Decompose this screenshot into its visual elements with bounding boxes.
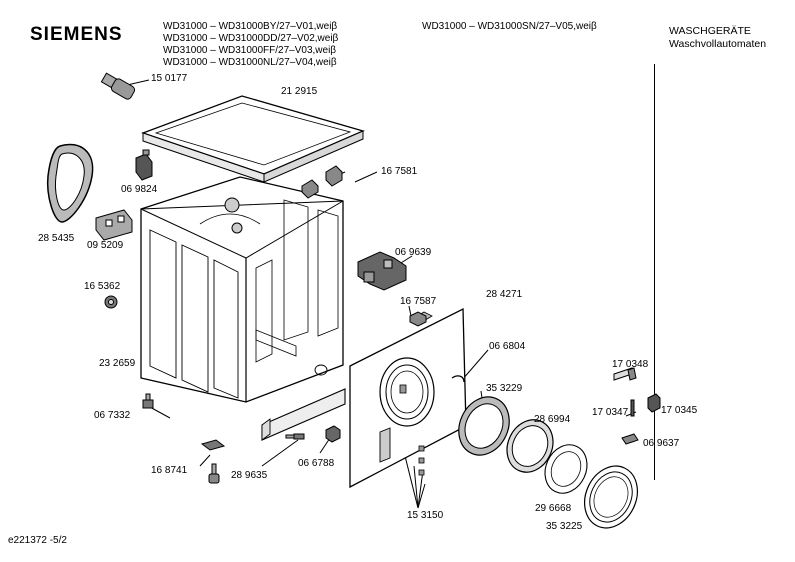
part-label: 06 6804	[489, 341, 526, 352]
small-parts	[46, 72, 661, 484]
top-cover	[141, 95, 365, 183]
part-label: 15 0177	[151, 73, 188, 84]
part-label: 06 9824	[121, 184, 158, 195]
part-label: 06 9637	[643, 438, 680, 449]
model-line-3: WD31000 – WD31000FF/27–V03,weiβ	[163, 45, 337, 56]
part-label: 15 3150	[407, 510, 444, 521]
part-label: 35 3225	[546, 521, 583, 532]
model-line-2: WD31000 – WD31000DD/27–V02,weiβ	[163, 33, 339, 44]
nut-icon	[104, 295, 118, 309]
part-label: 23 2659	[99, 358, 136, 369]
part-label: 28 4271	[486, 289, 523, 300]
latch-icon	[301, 165, 343, 199]
damper-bolt-icon	[325, 425, 341, 443]
door-lock-icon	[357, 251, 407, 291]
part-label: 06 6788	[298, 458, 335, 469]
bracket-icon	[95, 209, 133, 241]
part-label: 09 5209	[87, 240, 124, 251]
switch-icon	[621, 433, 639, 445]
part-label: 16 7581	[381, 166, 418, 177]
part-label: 06 7332	[94, 410, 131, 421]
door-rings	[458, 396, 638, 529]
brand-logo: SIEMENS	[30, 24, 123, 45]
housing-cabinet	[140, 176, 344, 403]
part-label: 21 2915	[281, 86, 318, 97]
model-line-4: WD31000 – WD31000NL/27–V04,weiβ	[163, 57, 337, 68]
model-line-1: WD31000 – WD31000BY/27–V01,weiβ	[163, 21, 338, 32]
part-label: 06 9639	[395, 247, 432, 258]
part-label: 28 9635	[231, 470, 268, 481]
part-label: 16 8741	[151, 465, 188, 476]
part-label: 17 0345	[661, 405, 698, 416]
hose-fitting-icon	[100, 72, 136, 100]
drain-hose-icon	[46, 143, 94, 223]
category-subtitle: Waschvollautomaten	[669, 38, 767, 50]
front-panel	[349, 307, 467, 489]
part-label: 28 6994	[534, 414, 571, 425]
spring-clip-icon	[451, 375, 465, 383]
part-label: 29 6668	[535, 503, 572, 514]
category-title: WASCHGERÄTE	[669, 25, 751, 37]
lever-icon	[613, 367, 637, 381]
catch-icon	[647, 393, 661, 413]
hinge-clip-icon	[135, 149, 153, 181]
screw-icon	[285, 433, 305, 440]
divider-line	[654, 64, 655, 480]
handle-icon	[409, 311, 427, 327]
part-label: 17 0347	[592, 407, 629, 418]
part-labels: 15 0177 21 2915 28 5435 06 9824 16 7581 …	[38, 73, 698, 532]
foot-screw-icon	[142, 393, 154, 409]
base-rail	[261, 388, 346, 441]
part-label: 28 5435	[38, 233, 75, 244]
footer-code: e221372 -5/2	[8, 535, 67, 546]
part-label: 16 5362	[84, 281, 121, 292]
leader-lines	[126, 79, 658, 509]
part-label: 16 7587	[400, 296, 437, 307]
foot-icon	[200, 439, 226, 484]
pin-icon	[630, 399, 635, 417]
model-line-center: WD31000 – WD31000SN/27–V05,weiβ	[422, 21, 597, 32]
part-label: 35 3229	[486, 383, 523, 394]
part-label: 17 0348	[612, 359, 649, 370]
